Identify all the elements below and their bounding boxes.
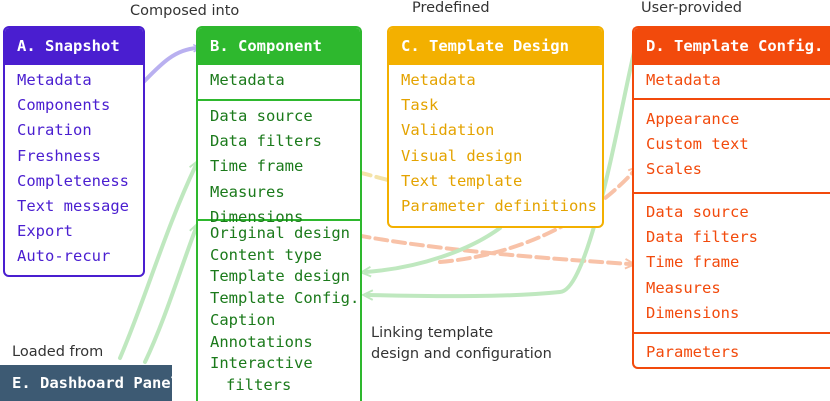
component-item: Annotations <box>210 332 313 351</box>
label-loaded-from: Loaded from <box>12 344 104 360</box>
template-design-title: C. Template Design <box>389 28 602 65</box>
template-config-item: Dimensions <box>646 303 740 322</box>
label-composed-into: Composed into <box>130 3 240 19</box>
snapshot-item: Curation <box>17 121 92 140</box>
label-linking-line2: design and configuration <box>371 346 552 362</box>
arrow-design-to-config-scales <box>438 170 635 264</box>
template-design-item: Parameter definitions <box>401 197 597 216</box>
arrow-link-template-design <box>366 226 502 272</box>
snapshot-item: Auto-recur <box>17 247 111 266</box>
template-config-item: Custom text <box>646 135 749 154</box>
component-item: Interactive <box>210 354 313 373</box>
template-config-box: D. Template Config. Metadata Appearance … <box>632 26 830 369</box>
component-item: Original design <box>210 224 350 242</box>
snapshot-box: A. Snapshot Metadata Components Curation… <box>3 26 145 277</box>
component-item: Template Config. <box>210 289 360 308</box>
component-item: Metadata <box>210 71 285 89</box>
template-design-items: Metadata Task Validation Visual design T… <box>389 65 602 219</box>
component-item: Data source <box>210 107 313 125</box>
template-config-item: Metadata <box>646 71 721 89</box>
arrow-link-template-config <box>368 46 637 296</box>
template-design-item: Task <box>401 96 439 115</box>
template-design-item: Visual design <box>401 146 523 165</box>
template-config-item: Measures <box>646 278 721 297</box>
arrow-loaded-from-2 <box>143 228 196 364</box>
template-config-title: D. Template Config. <box>634 28 830 65</box>
component-title: B. Component <box>198 28 360 65</box>
component-section-metadata: Metadata <box>198 65 360 99</box>
template-config-section-data: Data source Data filters Time frame Meas… <box>634 192 830 332</box>
snapshot-item: Text message <box>17 197 129 216</box>
label-user-provided: User-provided <box>641 0 743 16</box>
template-config-item: Data filters <box>646 228 758 247</box>
component-item: Content type <box>210 245 322 264</box>
snapshot-items: Metadata Components Curation Freshness C… <box>5 65 143 270</box>
template-config-item: Parameters <box>646 343 740 361</box>
template-design-item: Metadata <box>401 71 476 89</box>
template-design-item: Validation <box>401 121 495 140</box>
snapshot-item: Completeness <box>17 171 129 190</box>
label-predefined: Predefined <box>412 0 490 16</box>
component-section-data: Data source Data filters Time frame Meas… <box>198 99 360 226</box>
component-item: Data filters <box>210 132 322 151</box>
template-design-item: Text template <box>401 171 523 190</box>
snapshot-item: Components <box>17 96 111 115</box>
dashboard-panel-title: E. Dashboard Panel <box>0 365 180 401</box>
snapshot-item: Metadata <box>17 71 92 89</box>
template-config-section-appearance: Appearance Custom text Scales <box>634 98 830 192</box>
snapshot-item: Freshness <box>17 146 101 165</box>
template-config-section-parameters: Parameters <box>634 332 830 365</box>
component-item: Time frame <box>210 157 304 176</box>
arrow-loaded-from-1 <box>118 165 196 360</box>
template-config-item: Appearance <box>646 110 740 128</box>
template-config-item: Scales <box>646 160 702 179</box>
component-item: Dimensions <box>210 207 304 226</box>
component-item: Template design <box>210 267 350 286</box>
component-item: Measures <box>210 182 285 201</box>
snapshot-item: Export <box>17 222 73 241</box>
label-linking-line1: Linking template <box>371 325 494 341</box>
arrow-original-design-to-config <box>338 230 630 264</box>
component-item: filters <box>226 375 292 394</box>
component-box: B. Component Metadata Data source Data f… <box>196 26 362 401</box>
snapshot-title: A. Snapshot <box>5 28 143 65</box>
component-section-design: Original design Content type Template de… <box>198 219 360 397</box>
template-design-box: C. Template Design Metadata Task Validat… <box>387 26 604 228</box>
component-item: Caption <box>210 310 276 329</box>
template-config-item: Time frame <box>646 253 740 272</box>
template-config-item: Data source <box>646 203 749 221</box>
template-config-section-metadata: Metadata <box>634 65 830 98</box>
dashboard-panel-box: E. Dashboard Panel <box>0 365 180 401</box>
